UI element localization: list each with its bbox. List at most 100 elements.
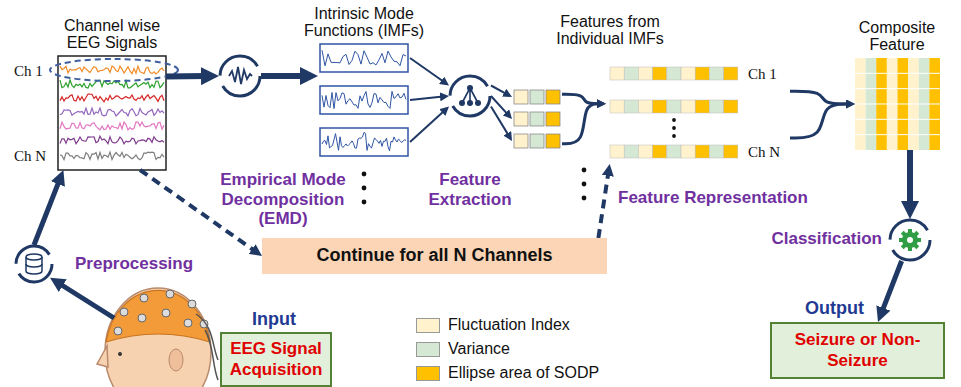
output-box: OutputSeizure or Non-Seizure [770,322,945,379]
arrow-connector [491,86,509,136]
box-heading: Input [252,309,296,331]
head-with-eeg-cap [140,294,148,302]
eeg-trace [60,136,164,144]
emd-icon [220,56,260,96]
text-holder: Input [252,309,296,331]
panel-heading: Intrinsic Mode Functions (IMFs) [284,5,444,40]
feature-square [514,90,560,148]
eeg-trace [60,152,164,160]
input-box: InputEEG Signal Acquisition [220,332,332,387]
box-text: Continue for all N Channels [316,245,552,267]
text-holder: Empirical Mode Decomposition (EMD) [213,170,353,229]
feature-square [546,134,560,148]
head-with-eeg-cap [97,346,108,367]
label-holder: Ch 1 [748,65,777,83]
imf-trace [322,50,406,66]
feature-bar-cell [610,67,624,80]
feature-square [530,112,544,126]
label-holder: Ch 1 [14,62,43,80]
classification-icon [890,220,930,260]
head-with-eeg-cap [114,290,208,335]
feature-bar-cell [724,100,738,113]
feature-square [546,112,560,126]
classification-icon [899,229,921,251]
feature-extraction-icon [450,76,490,116]
text-holder: Composite Feature [847,19,947,54]
arrow-connector [491,86,507,95]
preprocessing-icon: Preprocessing [15,245,53,283]
legend-text: Fluctuation Index [448,316,570,334]
feature-bar-cell [638,100,652,113]
continuation-dots [362,200,367,205]
arrow-connector [598,172,608,238]
feature-bar-cell [724,145,738,158]
composite-feature-matrix: Composite Feature [855,58,940,150]
preprocessing-icon [26,264,42,267]
continuation-dots [582,168,587,173]
text-holder: Seizure or Non-Seizure [780,330,935,371]
eeg-plot [58,56,166,170]
feature-bar-cell [638,145,652,158]
arrow-connector [410,111,445,142]
feature-bar-cell [667,100,681,113]
continuation-dots [362,172,367,177]
continuation-dots [672,134,676,138]
feature-extraction-icon [450,76,490,116]
imf-panel: Intrinsic Mode Functions (IMFs) [318,44,410,156]
acquisition-arrow [59,283,115,318]
composite-matrix-cell [855,103,940,104]
composite-matrix-cell [855,58,940,150]
feature-extraction-icon [475,100,481,106]
imf-trace [322,132,406,151]
text-holder: Output [805,298,864,320]
text-holder: Feature Representation [618,188,808,208]
imf-trace [322,91,406,108]
head-with-eeg-cap [106,290,210,342]
arrow-connector [34,179,60,245]
feature-bar-cell [624,145,638,158]
continuation-dots [362,186,367,191]
panel-heading: Features from Individual IMFs [545,13,675,48]
arrow-connector [909,150,910,207]
preprocessing-icon [16,246,52,282]
imf-feature-squares: Features from Individual IMFs [512,88,562,150]
classification-icon [902,232,918,248]
feature-bar-cell [667,145,681,158]
imf-plot [320,128,408,156]
text-holder: Channel wise EEG Signals [52,17,172,52]
eeg-trace [60,122,164,130]
process-box: Continue for all N Channels [262,238,607,274]
emd-icon [220,56,260,96]
continuation-dots [672,118,676,122]
feature-bar-cell [667,67,681,80]
arrow-connector [907,150,913,207]
legend-swatch [416,318,440,333]
legend-text: Ellipse area of SODP [448,364,599,382]
arrow-connector [562,94,600,103]
classification-icon [901,231,919,249]
arrow-connector [491,107,509,136]
arrow-connector [790,104,849,138]
panel-heading: Composite Feature [847,19,947,54]
box-text: EEG Signal Acquisition [227,339,325,380]
imf-plot [320,44,408,72]
feature-bar-cell [610,100,624,113]
head-with-eeg-cap [118,352,122,356]
stage-label: Classification [754,229,882,249]
label-holder: Ch N [748,143,780,161]
arrow-connector [410,58,445,142]
arrow-connector [261,76,306,77]
box-text: Seizure or Non-Seizure [780,330,935,371]
head-with-eeg-cap [138,314,146,322]
feature-bar-cell [610,145,624,158]
arrow-connector [410,97,443,100]
feature-bar-cell [695,100,709,113]
eeg-trace [60,66,164,74]
emd-icon [229,67,252,84]
text-holder: Classification [754,229,882,249]
head-with-eeg-cap [166,290,174,298]
head-with-eeg-cap [120,308,128,316]
panel-heading: Channel wise EEG Signals [52,17,172,52]
channel-label: Ch N [748,144,780,160]
